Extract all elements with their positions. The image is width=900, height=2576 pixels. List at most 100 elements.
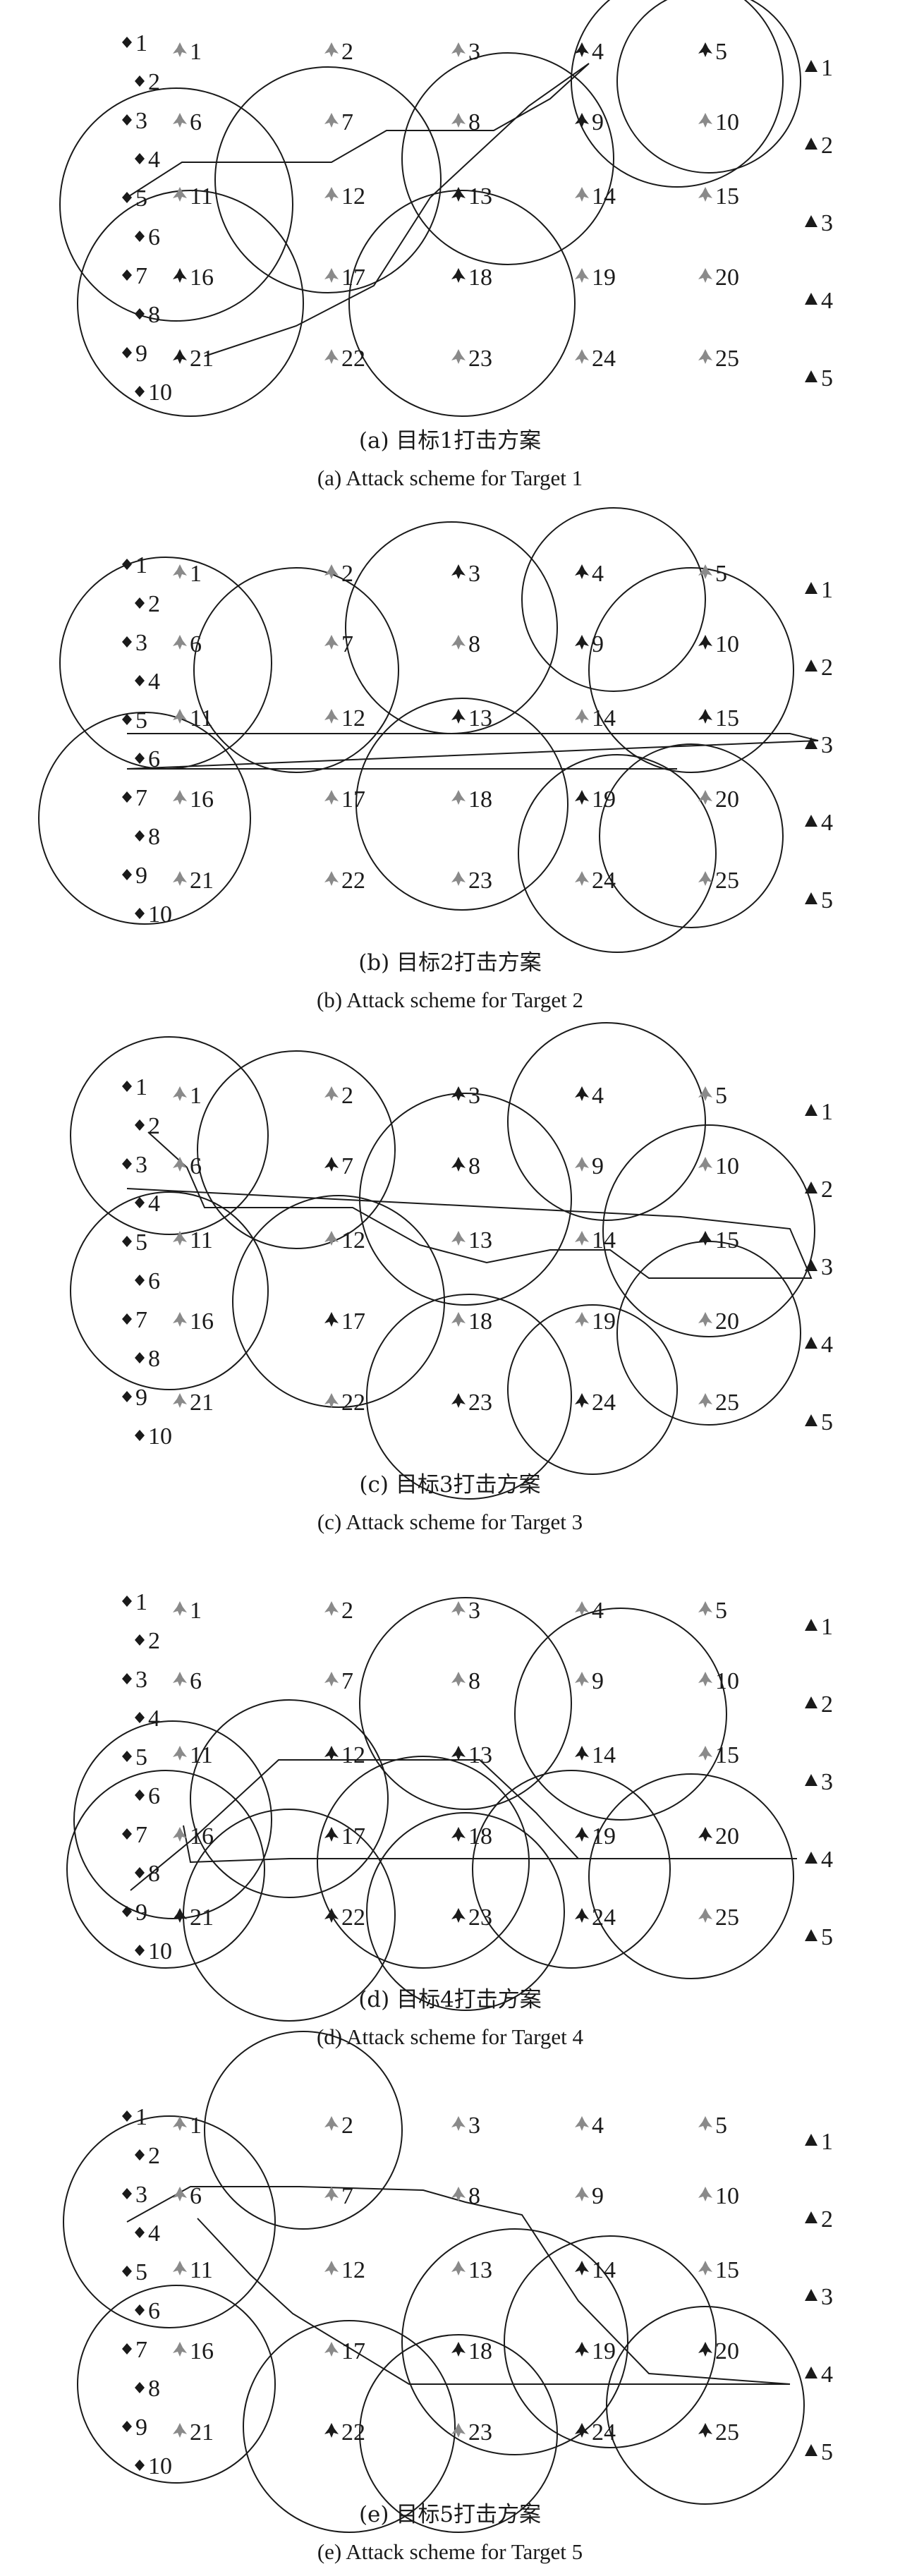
unit-label: 9 bbox=[592, 1668, 604, 1694]
black-missile-icon bbox=[698, 2423, 712, 2438]
attack-route bbox=[130, 1759, 797, 1891]
gray-missile-icon bbox=[173, 2187, 187, 2201]
coverage-circle bbox=[204, 2031, 403, 2230]
black-missile-icon bbox=[698, 42, 712, 57]
unit-label: 24 bbox=[592, 2419, 616, 2446]
unit-label: 12 bbox=[341, 705, 365, 731]
unit-label: 2 bbox=[341, 39, 353, 65]
attacker-label: 1 bbox=[135, 2104, 147, 2130]
coverage-circle bbox=[355, 698, 568, 911]
attacker-label: 7 bbox=[135, 1822, 147, 1848]
unit-label: 2 bbox=[341, 561, 353, 587]
attacker-label: 8 bbox=[148, 824, 160, 850]
unit-label: 16 bbox=[190, 265, 214, 291]
gray-missile-icon bbox=[324, 349, 339, 364]
diamond-icon bbox=[135, 830, 145, 842]
diamond-icon bbox=[122, 2421, 132, 2432]
diamond-icon bbox=[122, 869, 132, 880]
gray-missile-icon bbox=[698, 1672, 712, 1687]
coverage-circle bbox=[66, 1770, 265, 1969]
unit-label: 21 bbox=[190, 346, 214, 372]
attacker-label: 2 bbox=[148, 1113, 160, 1139]
attacker-label: 10 bbox=[148, 901, 172, 928]
gray-missile-icon bbox=[451, 42, 466, 57]
diamond-icon bbox=[122, 636, 132, 648]
triangle-icon bbox=[805, 660, 817, 672]
attack-route bbox=[126, 733, 819, 770]
unit-label: 15 bbox=[715, 183, 739, 209]
unit-label: 9 bbox=[592, 109, 604, 135]
gray-missile-icon bbox=[173, 1746, 187, 1761]
coverage-circle bbox=[588, 567, 794, 773]
unit-label: 13 bbox=[468, 1742, 492, 1768]
unit-label: 7 bbox=[341, 1153, 353, 1179]
unit-label: 1 bbox=[190, 2113, 202, 2139]
diamond-icon bbox=[122, 347, 132, 358]
diamond-icon bbox=[122, 1596, 132, 1607]
unit-label: 19 bbox=[592, 1823, 616, 1849]
triangle-icon bbox=[805, 1619, 817, 1631]
attacker-label: 10 bbox=[148, 2453, 172, 2479]
gray-missile-icon bbox=[324, 790, 339, 805]
attacker-label: 5 bbox=[135, 1229, 147, 1256]
triangle-icon bbox=[805, 215, 817, 227]
target-label: 3 bbox=[821, 1769, 833, 1795]
attacker-label: 3 bbox=[135, 630, 147, 656]
attacker-label: 1 bbox=[135, 1589, 147, 1615]
coverage-circle bbox=[472, 1770, 671, 1969]
coverage-circle bbox=[518, 754, 717, 953]
triangle-icon bbox=[805, 737, 817, 749]
gray-missile-icon bbox=[324, 635, 339, 650]
black-missile-icon bbox=[575, 564, 589, 579]
attacker-label: 2 bbox=[148, 69, 160, 95]
caption-cn: (b) 目标2打击方案 bbox=[358, 950, 542, 976]
black-missile-icon bbox=[324, 1908, 339, 1923]
target-label: 1 bbox=[821, 1614, 833, 1640]
attacker-label: 7 bbox=[135, 263, 147, 289]
diamond-icon bbox=[135, 2304, 145, 2316]
triangle-icon bbox=[805, 582, 817, 594]
diamond-icon bbox=[135, 386, 145, 397]
attacker-label: 9 bbox=[135, 1385, 147, 1411]
gray-missile-icon bbox=[698, 871, 712, 886]
unit-label: 6 bbox=[190, 631, 202, 657]
unit-label: 21 bbox=[190, 868, 214, 894]
attacker-label: 2 bbox=[148, 1628, 160, 1654]
gray-missile-icon bbox=[451, 113, 466, 128]
gray-missile-icon bbox=[698, 1908, 712, 1923]
unit-label: 23 bbox=[468, 2419, 492, 2446]
attacker-label: 4 bbox=[148, 147, 160, 173]
black-missile-icon bbox=[451, 1157, 466, 1172]
coverage-circle bbox=[366, 1812, 565, 2011]
unit-label: 19 bbox=[592, 1308, 616, 1335]
unit-label: 15 bbox=[715, 1227, 739, 1253]
gray-missile-icon bbox=[575, 349, 589, 364]
attacker-label: 9 bbox=[135, 2414, 147, 2441]
diamond-icon bbox=[122, 1236, 132, 1247]
coverage-circle bbox=[59, 557, 272, 770]
black-missile-icon bbox=[324, 1312, 339, 1327]
unit-label: 2 bbox=[341, 1598, 353, 1624]
target-label: 4 bbox=[821, 288, 833, 314]
unit-label: 12 bbox=[341, 1742, 365, 1768]
unit-label: 21 bbox=[190, 1390, 214, 1416]
unit-label: 7 bbox=[341, 631, 353, 657]
unit-label: 25 bbox=[715, 346, 739, 372]
target-label: 5 bbox=[821, 887, 833, 913]
diamond-icon bbox=[135, 1275, 145, 1286]
unit-label: 5 bbox=[715, 39, 727, 65]
gray-missile-icon bbox=[451, 2187, 466, 2201]
coverage-circle bbox=[38, 712, 251, 925]
gray-missile-icon bbox=[324, 2116, 339, 2131]
gray-missile-icon bbox=[451, 790, 466, 805]
diamond-icon bbox=[122, 2343, 132, 2355]
attacker-label: 4 bbox=[148, 669, 160, 695]
black-missile-icon bbox=[575, 1827, 589, 1842]
triangle-icon bbox=[805, 1852, 817, 1864]
coverage-circle bbox=[606, 2306, 805, 2505]
unit-label: 5 bbox=[715, 561, 727, 587]
diamond-icon bbox=[122, 1828, 132, 1840]
black-missile-icon bbox=[451, 1393, 466, 1408]
